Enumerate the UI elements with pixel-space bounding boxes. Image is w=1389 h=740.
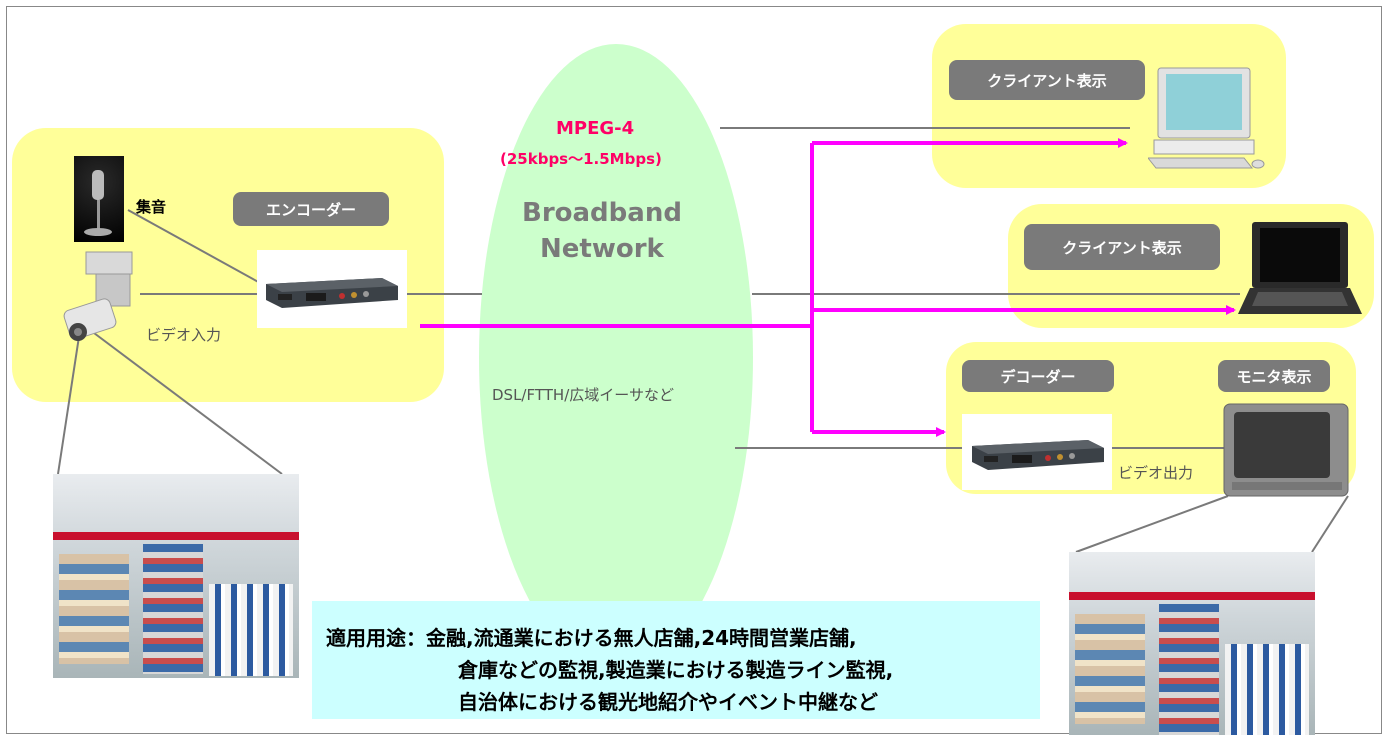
diagram-frame [6, 6, 1382, 734]
desktop-client-label: クライアント表示 [949, 60, 1145, 100]
bitrate-label: (25kbps～1.5Mbps) [500, 150, 662, 168]
laptop-icon [1238, 222, 1362, 314]
monitor-to-photo-line-right [1311, 495, 1349, 553]
laptop-client-label: クライアント表示 [1024, 224, 1220, 270]
usage-note-line1: 適用用途：金融,流通業における無人店舗,24時間営業店舗, [326, 626, 857, 650]
tv-monitor-icon [1223, 403, 1349, 497]
mic-to-encoder-line [127, 209, 263, 285]
monitor-to-photo-line-left [1075, 495, 1229, 553]
access-types-label: DSL/FTTH/広域イーサなど [492, 386, 674, 404]
video-input-label: ビデオ入力 [146, 326, 222, 344]
store-camera-view-photo [53, 474, 299, 678]
mpeg-codec-label: MPEG-4 [556, 118, 635, 139]
broadband-network-ellipse [479, 44, 753, 671]
network-name-line2: Network [540, 234, 664, 264]
network-name-line1: Broadband [522, 198, 682, 228]
video-output-label: ビデオ出力 [1118, 464, 1194, 482]
encoder-label: エンコーダー [233, 192, 389, 226]
camera-icon [63, 251, 133, 341]
camera-to-photo-line-right [89, 329, 283, 475]
desktop-pc-icon [1148, 67, 1265, 169]
microphone-icon [84, 170, 112, 236]
decoder-label: デコーダー [962, 360, 1114, 392]
decoder-device-icon [972, 440, 1104, 470]
usage-note-line3: 自治体における観光地紹介やイベント中継など [458, 690, 878, 714]
usage-note-line2: 倉庫などの監視,製造業における製造ライン監視, [458, 658, 894, 682]
encoder-device-icon [266, 278, 398, 308]
usage-note-box [312, 601, 1040, 719]
camera-to-photo-line-left [57, 329, 81, 475]
mic-label: 集音 [136, 198, 167, 216]
store-monitor-view-photo [1069, 552, 1315, 735]
monitor-display-label: モニタ表示 [1218, 360, 1330, 392]
